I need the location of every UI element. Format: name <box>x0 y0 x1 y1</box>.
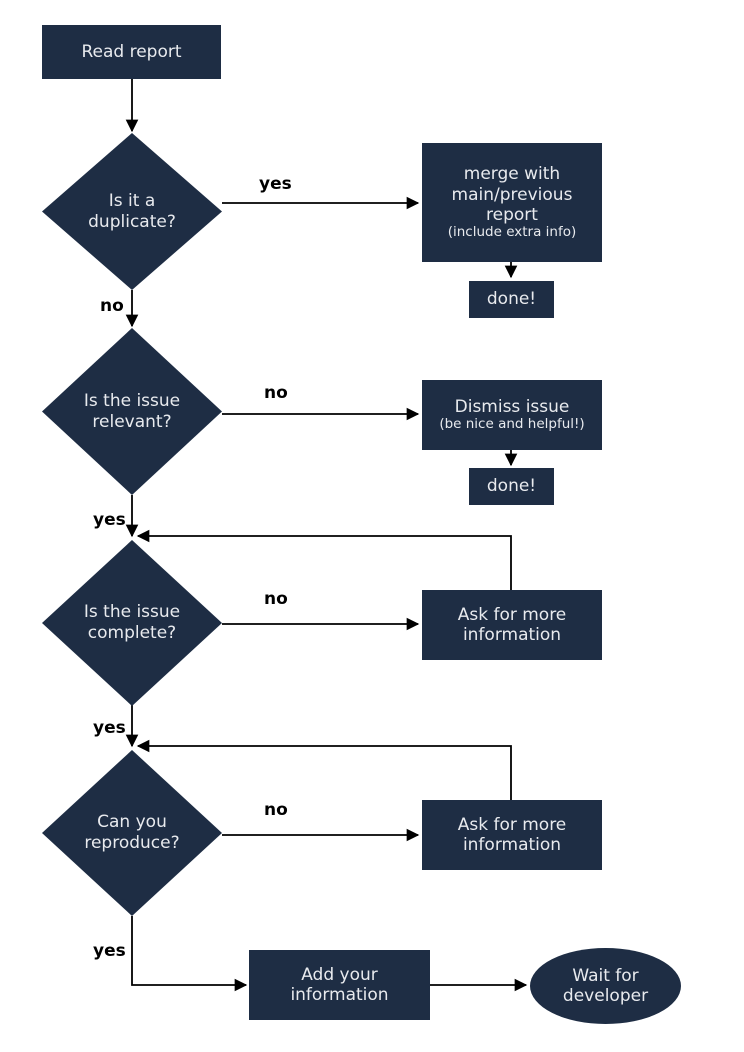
node-is-complete[interactable]: Is the issue complete? <box>42 540 222 706</box>
node-add-info-line1: Add your <box>301 964 378 985</box>
node-done-dismiss-label: done! <box>486 476 537 497</box>
node-dismiss-label: Dismiss issue <box>454 397 570 418</box>
node-merge-line3: report <box>486 204 538 225</box>
node-ask-more-1-line2: information <box>462 625 562 645</box>
node-read-report-label: Read report <box>81 41 182 62</box>
node-ask-more-1-line1: Ask for more <box>457 604 567 625</box>
edge-label-complete-no: no <box>264 589 288 609</box>
node-add-info-line2: information <box>290 985 389 1005</box>
node-add-your-information[interactable]: Add your information <box>249 950 430 1020</box>
node-is-relevant-line1: Is the issue <box>83 390 181 411</box>
node-read-report[interactable]: Read report <box>42 25 221 79</box>
edge-label-reproduce-yes: yes <box>93 941 126 961</box>
node-ask-more-info-2[interactable]: Ask for more information <box>422 800 602 870</box>
edge-label-relevant-yes: yes <box>93 510 126 530</box>
node-ask-more-2-line1: Ask for more <box>457 814 567 835</box>
edge-label-complete-yes: yes <box>93 718 126 738</box>
node-done-merge-label: done! <box>486 289 537 310</box>
node-can-reproduce-label: Can you reproduce? <box>42 750 222 916</box>
edge-label-duplicate-no: no <box>100 296 124 316</box>
node-is-relevant-label: Is the issue relevant? <box>42 328 222 495</box>
node-is-duplicate-label: Is it a duplicate? <box>42 133 222 290</box>
node-can-reproduce[interactable]: Can you reproduce? <box>42 750 222 916</box>
node-merge-line1: merge with <box>463 164 561 185</box>
node-is-relevant[interactable]: Is the issue relevant? <box>42 328 222 495</box>
node-merge-report[interactable]: merge with main/previous report (include… <box>422 143 602 262</box>
node-wait-dev-line2: developer <box>562 986 649 1006</box>
node-is-relevant-line2: relevant? <box>92 411 172 432</box>
node-is-duplicate[interactable]: Is it a duplicate? <box>42 133 222 290</box>
node-done-merge[interactable]: done! <box>469 281 554 318</box>
node-wait-for-developer[interactable]: Wait for developer <box>530 948 681 1024</box>
node-is-duplicate-line1: Is it a <box>108 190 156 211</box>
node-is-complete-line1: Is the issue <box>83 602 181 623</box>
node-ask-more-2-line2: information <box>462 835 562 855</box>
node-done-dismiss[interactable]: done! <box>469 468 554 505</box>
edge-label-reproduce-no: no <box>264 800 288 820</box>
node-can-reproduce-line2: reproduce? <box>84 833 180 853</box>
node-is-duplicate-line2: duplicate? <box>88 211 176 232</box>
node-is-complete-line2: complete? <box>87 623 177 643</box>
node-is-complete-label: Is the issue complete? <box>42 540 222 706</box>
node-dismiss-note: (be nice and helpful!) <box>439 416 585 433</box>
node-ask-more-info-1[interactable]: Ask for more information <box>422 590 602 660</box>
edge-label-duplicate-yes: yes <box>259 174 292 194</box>
node-wait-dev-line1: Wait for <box>572 965 639 986</box>
node-merge-line2: main/previous <box>451 184 573 205</box>
node-dismiss-issue[interactable]: Dismiss issue (be nice and helpful!) <box>422 380 602 450</box>
link-reproduce-yes-add <box>131 916 248 992</box>
node-merge-note: (include extra info) <box>447 223 577 240</box>
edge-label-relevant-no: no <box>264 383 288 403</box>
node-can-reproduce-line1: Can you <box>97 812 167 833</box>
